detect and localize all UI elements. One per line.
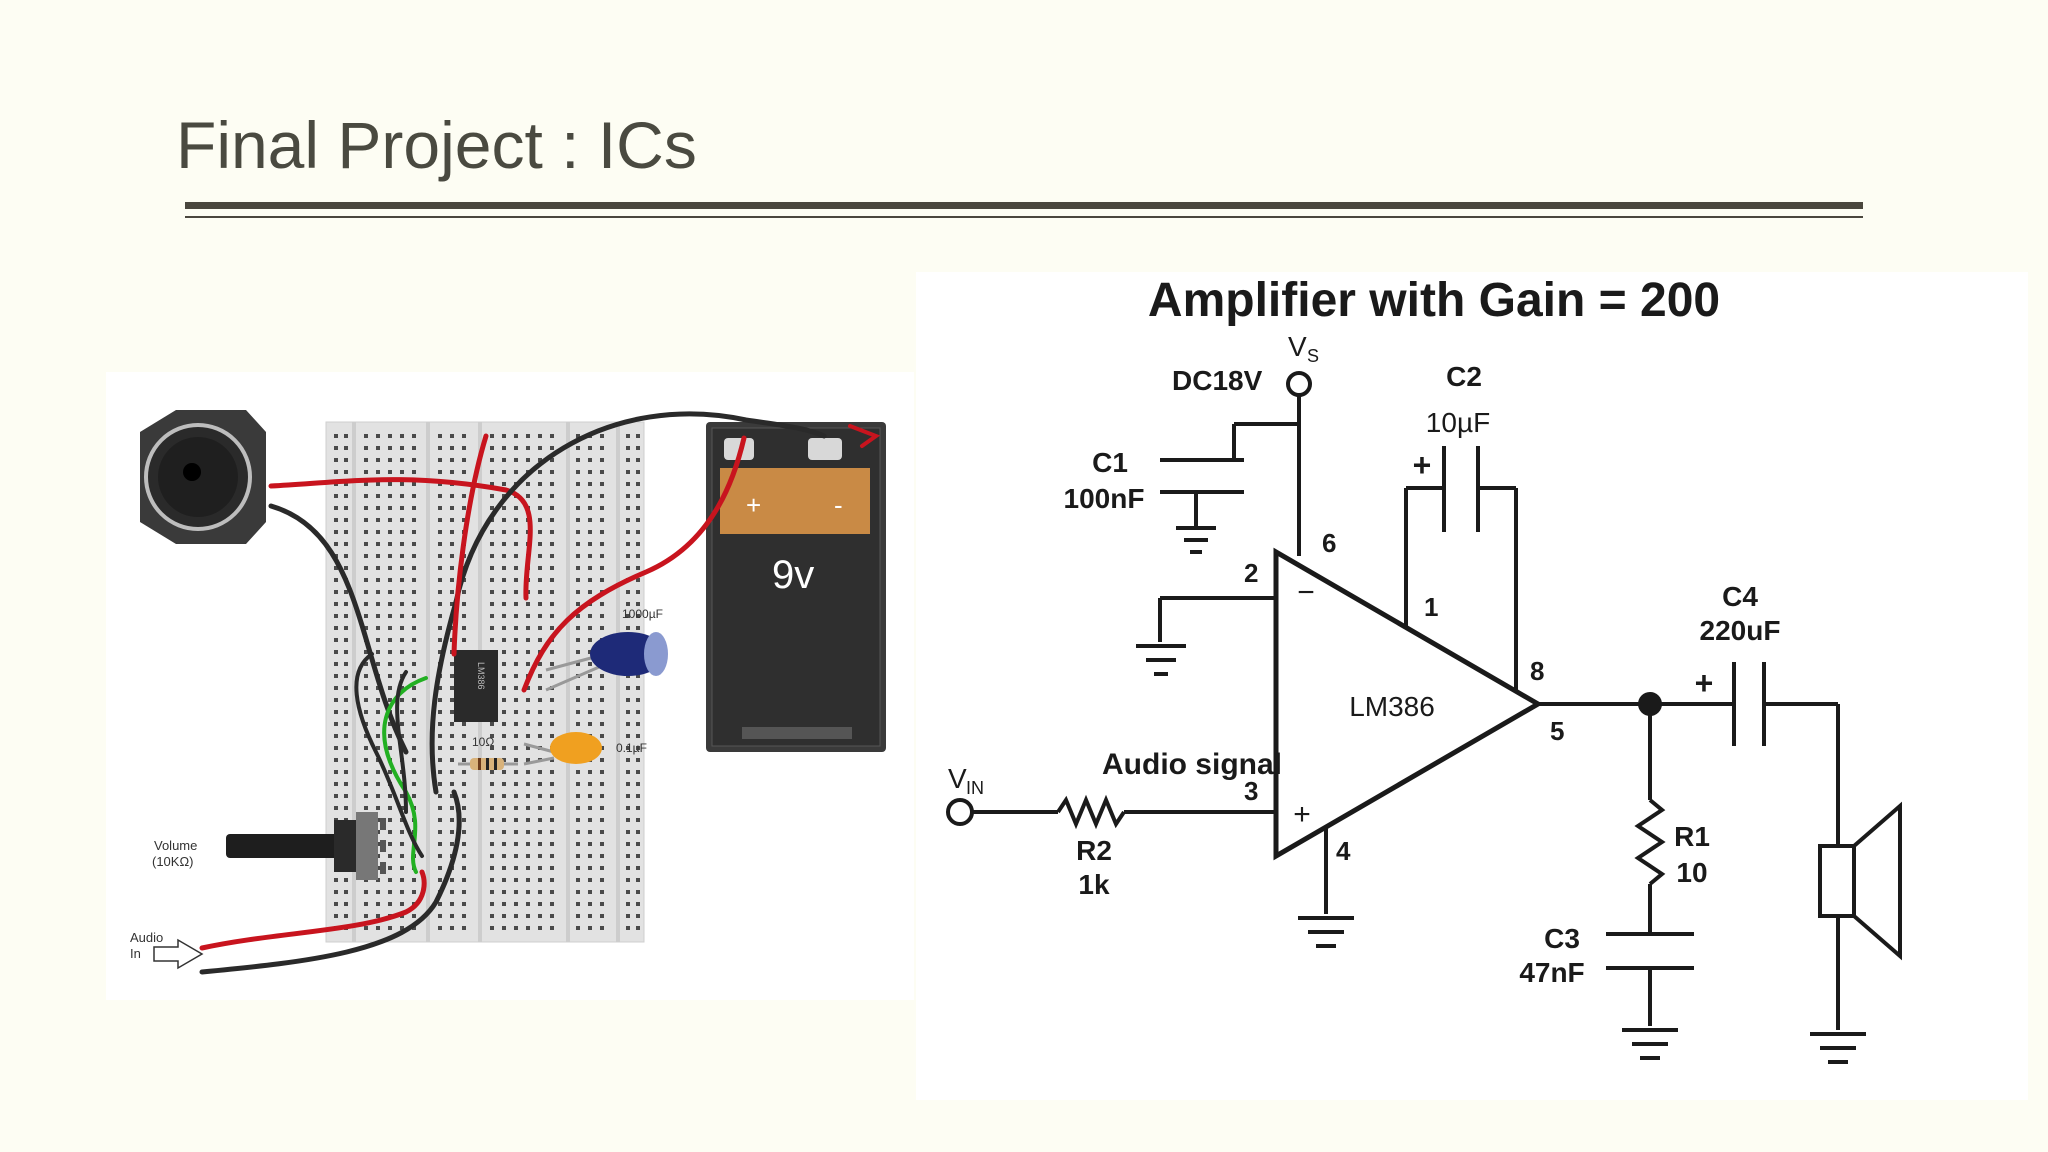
pin-4-label: 4 bbox=[1336, 836, 1351, 866]
amplifier-schematic: Amplifier with Gain = 200 Audio signal D… bbox=[916, 272, 2028, 1100]
c3-value: 47nF bbox=[1519, 957, 1584, 988]
capacitor-1000uf: 1000µF bbox=[545, 607, 668, 692]
volume-value-label: (10KΩ) bbox=[152, 854, 194, 869]
r2-resistor bbox=[1056, 794, 1126, 830]
title-rule-thin bbox=[185, 216, 1863, 218]
breadboard-illustration: + - 9v LM386 1000µF 0.1µF 10Ω bbox=[106, 372, 914, 1000]
ic-chip: LM386 bbox=[454, 650, 498, 722]
arrow-right-icon bbox=[153, 938, 204, 970]
wire-ground bbox=[429, 599, 459, 795]
battery-minus-label: - bbox=[834, 490, 843, 520]
speaker-icon bbox=[140, 410, 266, 544]
capacitor-0.1uf-label: 0.1µF bbox=[616, 741, 647, 755]
c4-name: C4 bbox=[1722, 581, 1758, 612]
title-rule bbox=[185, 202, 1863, 209]
ic-name-label: LM386 bbox=[1349, 691, 1435, 722]
wire-battery-positive bbox=[521, 435, 747, 693]
battery-9v: + - 9v bbox=[706, 422, 886, 752]
pin-1-label: 1 bbox=[1424, 592, 1438, 622]
jumper-wire-2 bbox=[395, 670, 408, 814]
battery-plus-label: + bbox=[746, 490, 761, 520]
r1-resistor bbox=[1634, 798, 1666, 886]
audio-in-label: Audio bbox=[130, 930, 163, 945]
resistor-10-ohm: 10Ω bbox=[458, 735, 518, 770]
c2-name: C2 bbox=[1446, 361, 1482, 392]
noninverting-input-symbol: + bbox=[1293, 798, 1311, 831]
c4-plus: + bbox=[1695, 665, 1714, 701]
c1-value: 100nF bbox=[1064, 483, 1145, 514]
schematic-svg: Amplifier with Gain = 200 Audio signal D… bbox=[946, 274, 1902, 1064]
volume-label: Volume bbox=[154, 838, 197, 853]
breadboard-svg: + - 9v LM386 1000µF 0.1µF 10Ω bbox=[130, 410, 886, 975]
pin-3-label: 3 bbox=[1244, 776, 1258, 806]
c4-value: 220uF bbox=[1700, 615, 1781, 646]
slide-title: Final Project : ICs bbox=[176, 108, 697, 182]
wire-speaker-positive bbox=[268, 477, 533, 601]
capacitor-1000uf-label: 1000µF bbox=[622, 607, 663, 621]
potentiometer: Volume (10KΩ) bbox=[152, 812, 386, 880]
vs-label: V bbox=[1288, 331, 1307, 362]
audio-in-label-2: In bbox=[130, 946, 141, 961]
wires bbox=[199, 411, 881, 975]
audio-in: Audio In bbox=[130, 930, 204, 970]
wire-vs bbox=[451, 433, 489, 657]
battery-voltage-label: 9v bbox=[772, 553, 814, 597]
vs-subscript: S bbox=[1307, 346, 1319, 366]
pin-2-label: 2 bbox=[1244, 558, 1258, 588]
c3-name: C3 bbox=[1544, 923, 1580, 954]
r2-name: R2 bbox=[1076, 835, 1112, 866]
vin-terminal bbox=[946, 798, 974, 826]
speaker-icon bbox=[1818, 844, 1856, 918]
pin-5-label: 5 bbox=[1550, 716, 1564, 746]
pin-8-label: 8 bbox=[1530, 656, 1544, 686]
supply-voltage-label: DC18V bbox=[1172, 365, 1263, 396]
vs-terminal bbox=[1286, 371, 1312, 397]
ic-chip-label: LM386 bbox=[476, 662, 486, 690]
c1-name: C1 bbox=[1092, 447, 1128, 478]
pin-6-label: 6 bbox=[1322, 528, 1336, 558]
r1-name: R1 bbox=[1674, 821, 1710, 852]
wire-audio-ground bbox=[199, 789, 462, 975]
wire-audio-signal bbox=[199, 869, 427, 951]
schematic-lines bbox=[946, 371, 1902, 1064]
capacitor-0.1uf: 0.1µF bbox=[523, 732, 647, 766]
audio-signal-label: Audio signal bbox=[1102, 748, 1282, 781]
junction-dot bbox=[1638, 692, 1662, 716]
c2-value: 10µF bbox=[1426, 407, 1490, 438]
vin-label: V bbox=[948, 763, 967, 794]
jumper-wire-3 bbox=[354, 652, 424, 858]
schematic-title: Amplifier with Gain = 200 bbox=[1148, 274, 1720, 327]
c2-plus: + bbox=[1413, 447, 1432, 483]
r1-value: 10 bbox=[1676, 857, 1707, 888]
resistor-label: 10Ω bbox=[472, 735, 494, 749]
vin-subscript: IN bbox=[966, 778, 984, 798]
inverting-input-symbol: − bbox=[1297, 576, 1315, 609]
wire-battery-negative bbox=[453, 411, 827, 605]
r2-value: 1k bbox=[1078, 869, 1110, 900]
